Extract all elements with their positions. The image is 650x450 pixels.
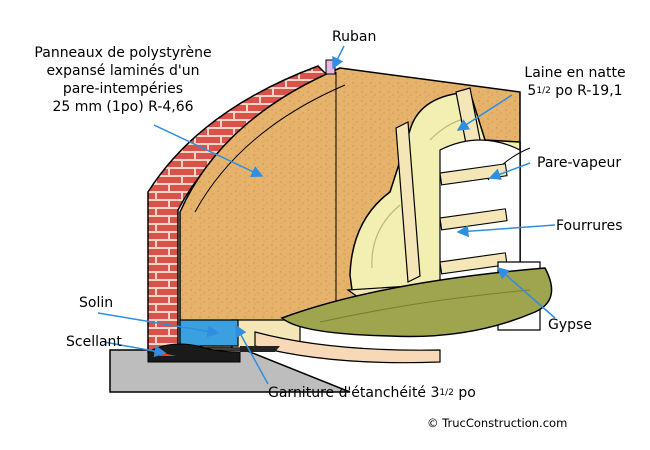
- label-ruban: Ruban: [332, 29, 377, 45]
- leader-lines: [97, 45, 556, 385]
- label-gypse: Gypse: [548, 317, 592, 333]
- label-pare-vapeur: Pare-vapeur: [537, 155, 622, 171]
- label-garniture: Garniture d'étanchéité 31/2 po: [268, 385, 476, 401]
- leader-garniture: [235, 324, 269, 385]
- floor-deck: [280, 267, 553, 338]
- leader-fourrures: [456, 224, 556, 238]
- leader-laine: [456, 94, 513, 131]
- leader-solin: [97, 312, 220, 338]
- floor-joist: [254, 331, 441, 364]
- leader-gypse: [496, 267, 556, 319]
- label-solin: Solin: [79, 295, 114, 311]
- leader-panneaux: [153, 124, 264, 177]
- leader-scellant: [103, 341, 167, 358]
- label-scellant: Scellant: [66, 334, 122, 350]
- copyright-credit: © TrucConstruction.com: [427, 416, 568, 430]
- label-panneaux: Panneaux de polystyrène expansé laminés …: [34, 45, 212, 115]
- label-laine: Laine en natte 51/2 po R-19,1: [524, 65, 626, 99]
- stud-front: [395, 121, 421, 283]
- label-fourrures: Fourrures: [556, 218, 623, 234]
- leader-pare-vapeur: [488, 162, 531, 180]
- leader-ruban: [332, 45, 345, 70]
- sill-gasket: [240, 346, 280, 352]
